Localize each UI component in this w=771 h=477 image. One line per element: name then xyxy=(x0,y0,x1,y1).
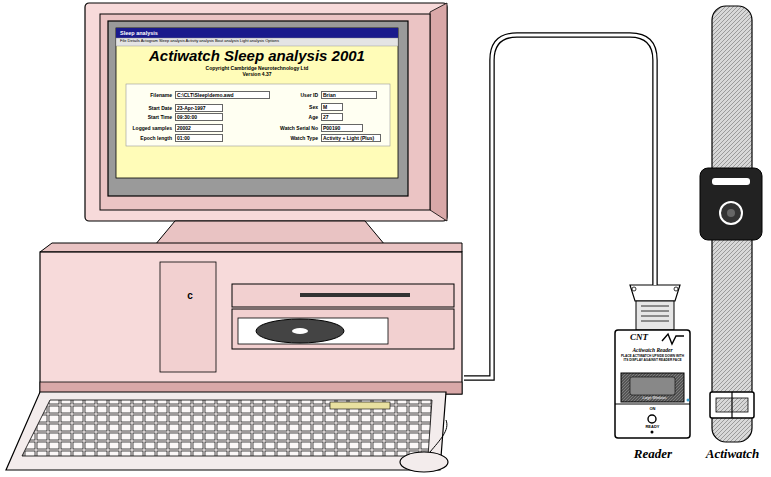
button-label: READY xyxy=(615,425,690,430)
field-value: 20002 xyxy=(175,124,223,132)
monitor xyxy=(85,3,447,245)
watch-buckle xyxy=(710,392,754,418)
field-label: Watch Type xyxy=(268,135,318,141)
field-value: M xyxy=(321,103,343,111)
device-label: Reader xyxy=(610,446,696,462)
reader-divider xyxy=(615,404,690,405)
cable-outline xyxy=(464,35,655,378)
field-label: Epoch length xyxy=(128,135,172,141)
field-value: 01:00 xyxy=(175,134,223,142)
software-heading: Actiwatch Sleep analysis 2001 xyxy=(116,47,398,65)
actiwatch: Actiwatch xyxy=(694,5,771,473)
cable-core xyxy=(464,35,655,378)
case-front xyxy=(40,252,462,394)
floppy-slot xyxy=(300,293,410,297)
version-note: Version 4.37 xyxy=(116,71,398,77)
menu-items: File Details Actogram Sleep analysis Act… xyxy=(120,39,396,44)
plug-ribs xyxy=(641,306,669,321)
keyboard-keys xyxy=(22,400,432,456)
keyboard-lights xyxy=(330,402,390,409)
field-value: 27 xyxy=(321,113,343,121)
window-label: Large Windows xyxy=(632,396,677,400)
reader-dot xyxy=(651,431,654,434)
mouse-cord xyxy=(430,420,447,452)
window-menu-bar xyxy=(116,38,398,46)
field-label: Start Time xyxy=(128,114,172,120)
serial-plug xyxy=(630,285,680,301)
reader-led xyxy=(687,399,690,402)
field-value: C:\CLT\Sleep\demo.awd xyxy=(175,91,270,99)
computer: Sleep analysisFile Details Actogram Slee… xyxy=(8,3,464,475)
case-letter: c xyxy=(183,290,197,302)
field-label: Start Date xyxy=(128,105,172,111)
field-label: User ID xyxy=(268,92,318,98)
ready-light xyxy=(648,415,656,423)
software-window xyxy=(116,28,398,178)
field-label: Sex xyxy=(268,104,318,110)
plug-screw xyxy=(674,287,678,291)
case-panel xyxy=(160,262,216,372)
reader: CNT Actiwatch ReaderPLACE ACTIWATCH UPSID… xyxy=(612,283,694,473)
reader-window xyxy=(621,373,684,402)
field-value: Brian xyxy=(321,91,377,99)
watch-button xyxy=(720,202,742,224)
plug-screw xyxy=(632,287,636,291)
floppy-drive xyxy=(232,284,454,307)
field-value: Activity + Light (Plus) xyxy=(321,134,381,142)
cd-disc xyxy=(256,319,344,343)
serial-cable xyxy=(464,35,655,378)
actiwatch-device xyxy=(700,6,762,442)
mouse xyxy=(400,452,448,472)
field-label: Watch Serial No xyxy=(268,125,318,131)
cd-tray xyxy=(238,318,388,344)
field-label: Logged samples xyxy=(128,125,172,131)
watch-button-core xyxy=(727,209,735,217)
reader-device xyxy=(615,285,690,438)
field-value: 23-Apr-1997 xyxy=(175,104,223,112)
info-panel xyxy=(126,84,390,146)
keyboard-body xyxy=(6,392,446,470)
computer-case xyxy=(40,243,462,394)
window-title: Sleep analysis xyxy=(120,30,240,37)
reader-title: Actiwatch Reader xyxy=(615,347,690,354)
cd-drive xyxy=(232,309,454,349)
cd-hub xyxy=(292,328,308,334)
monitor-shadow xyxy=(430,3,447,221)
field-label: Filename xyxy=(128,92,172,98)
reader-window-inner xyxy=(630,377,675,395)
reader-logo-wave xyxy=(662,334,684,344)
watch-slot xyxy=(712,178,750,185)
device-label: Actiwatch xyxy=(694,446,771,462)
watch-head xyxy=(700,168,762,240)
buckle-tongue xyxy=(731,392,732,418)
case-top xyxy=(40,243,462,252)
screen xyxy=(108,21,408,196)
reader-logo: CNT xyxy=(630,332,664,343)
field-label: Age xyxy=(268,114,318,120)
field-value: 09:30:00 xyxy=(175,113,223,121)
window-title-bar xyxy=(116,28,398,38)
monitor-bezel xyxy=(85,3,447,221)
keyboard xyxy=(6,392,448,472)
reader-instructions: PLACE ACTIWATCH UPSIDE DOWN WITH ITS DIS… xyxy=(620,355,685,363)
copyright-note: Copyright Cambridge Neurotechnology Ltd xyxy=(116,65,398,71)
field-value: P00190 xyxy=(321,124,363,132)
button-label: ON xyxy=(615,407,690,412)
screen-frame xyxy=(100,14,430,210)
monitor-stand xyxy=(155,221,385,245)
plug-body xyxy=(636,301,674,330)
reader-body xyxy=(615,330,690,438)
